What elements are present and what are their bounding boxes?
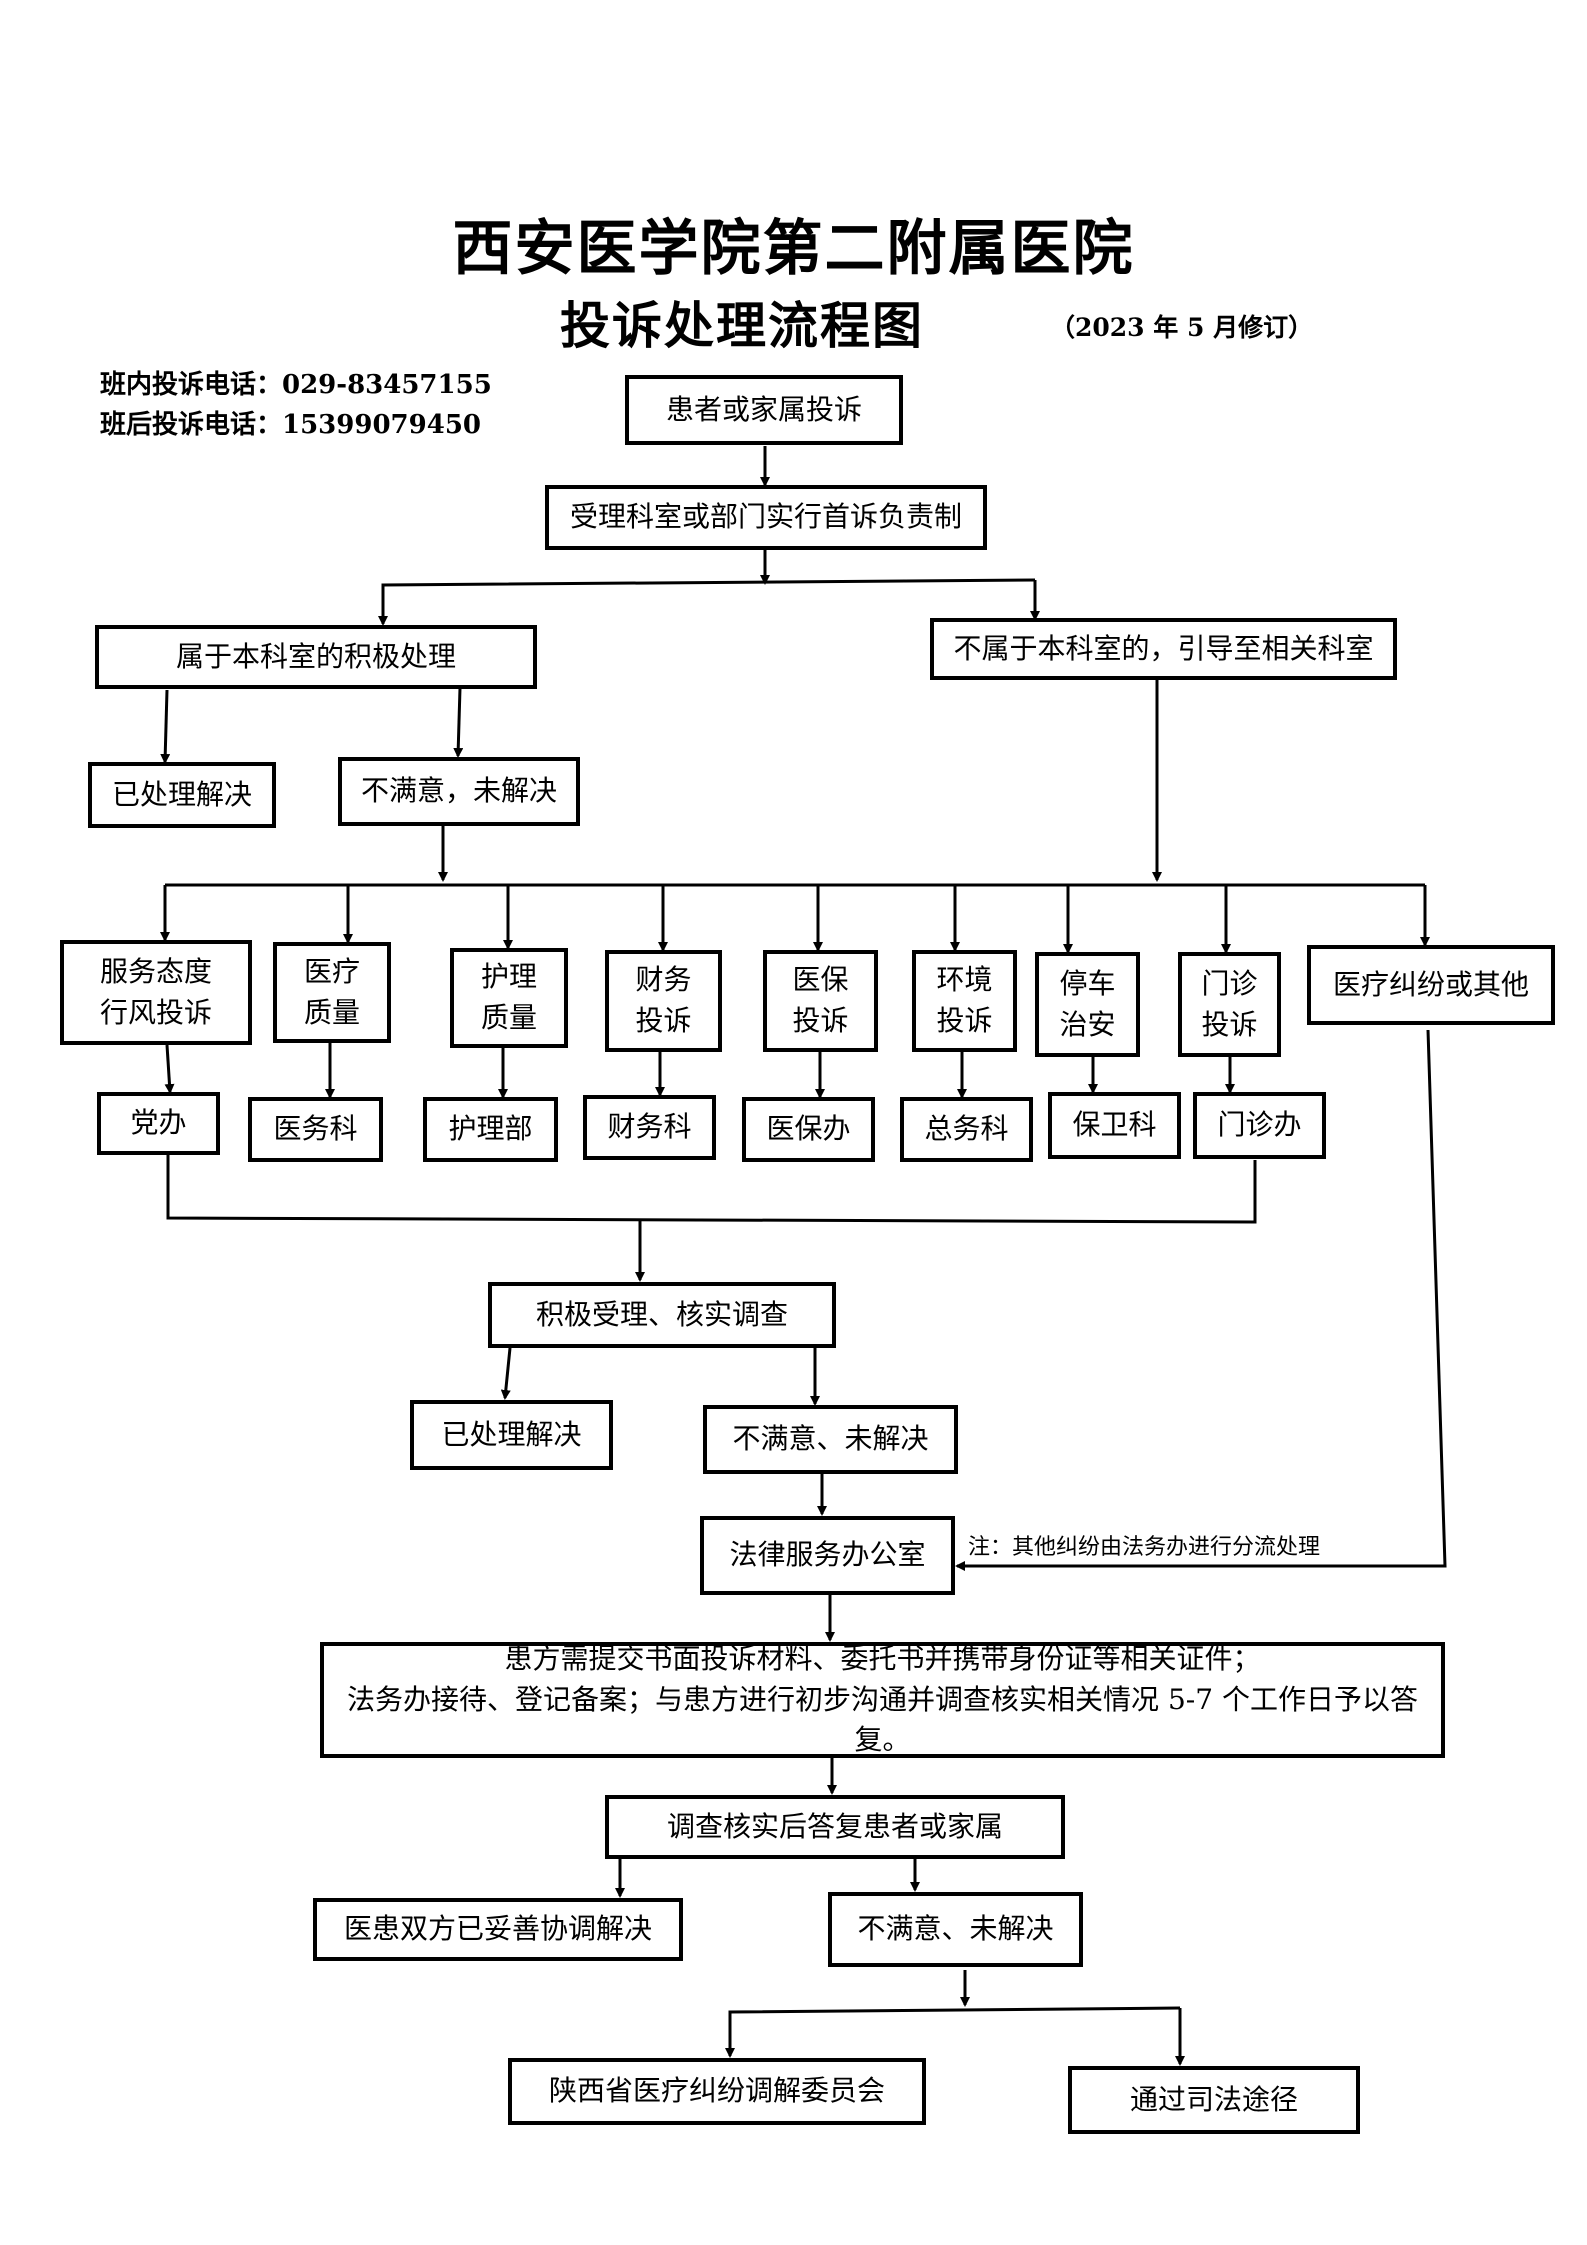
node-dept-finance: 财务科 [583,1095,716,1160]
node-dept-security: 保卫科 [1048,1092,1181,1159]
legal-note: 注：其他纠纷由法务办进行分流处理 [968,1535,1321,1560]
phone-day: 班内投诉电话：029-83457155 [100,370,492,400]
page-title: 西安医学院第二附属医院 [452,214,1135,284]
legal-process-line-2: 法务办接待、登记备案；与患方进行初步沟通并调查核实相关情况 5-7 个工作日予以… [347,1682,1418,1757]
revision-date: （2023 年 5 月修订） [1050,313,1314,342]
legal-process-line-1: 患方需提交书面投诉材料、委托书并携带身份证等相关证件； [504,1642,1261,1676]
node-cat-medical: 医疗 质量 [273,942,391,1043]
node-dept-party: 党办 [97,1092,220,1155]
node-dept-general: 总务科 [900,1097,1033,1162]
node-cat-nursing: 护理 质量 [450,948,568,1048]
node-investigate: 积极受理、核实调查 [488,1282,836,1348]
node-cat-finance: 财务 投诉 [605,950,722,1052]
page-subtitle: 投诉处理流程图 [560,296,924,355]
node-reply: 调查核实后答复患者或家属 [605,1795,1065,1859]
node-unsatisfied-1: 不满意，未解决 [338,757,580,826]
node-legal-process: 患方需提交书面投诉材料、委托书并携带身份证等相关证件； 法务办接待、登记备案；与… [320,1642,1445,1758]
node-cat-outpatient: 门诊 投诉 [1178,952,1281,1057]
node-dept-nursing: 护理部 [423,1097,558,1162]
node-not-belongs: 不属于本科室的，引导至相关科室 [930,618,1397,680]
node-complaint: 患者或家属投诉 [625,375,903,445]
node-unsatisfied-3: 不满意、未解决 [828,1892,1083,1967]
node-resolved-1: 已处理解决 [88,762,276,828]
node-cat-service: 服务态度 行风投诉 [60,940,252,1045]
node-legal-office: 法律服务办公室 [700,1516,955,1595]
node-judicial: 通过司法途径 [1068,2066,1360,2134]
node-cat-environment: 环境 投诉 [912,950,1017,1052]
node-mediation: 陕西省医疗纠纷调解委员会 [508,2058,926,2125]
node-first-contact: 受理科室或部门实行首诉负责制 [545,485,987,550]
node-resolved-3: 医患双方已妥善协调解决 [313,1898,683,1961]
node-belongs: 属于本科室的积极处理 [95,625,537,689]
node-dept-insurance: 医保办 [742,1097,875,1162]
node-cat-insurance: 医保 投诉 [763,950,878,1052]
node-cat-parking: 停车 治安 [1035,952,1140,1057]
node-cat-dispute: 医疗纠纷或其他 [1307,945,1555,1025]
phone-night: 班后投诉电话：15399079450 [100,410,481,440]
node-resolved-2: 已处理解决 [410,1400,613,1470]
node-dept-outpatient: 门诊办 [1193,1092,1326,1159]
node-unsatisfied-2: 不满意、未解决 [703,1405,958,1474]
node-dept-medical: 医务科 [248,1097,383,1162]
